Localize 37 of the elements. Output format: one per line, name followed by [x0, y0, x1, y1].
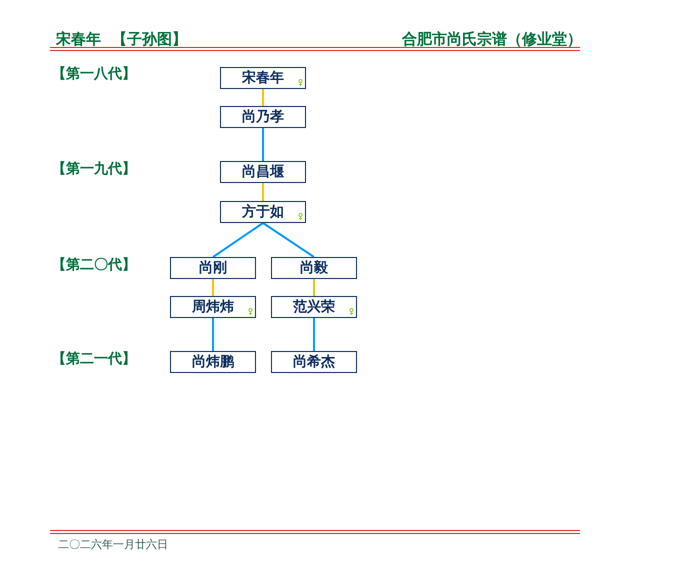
connector-line — [212, 279, 214, 296]
name-box — [220, 67, 306, 89]
generation-label: 【第二〇代】 — [52, 257, 136, 273]
connector-line — [212, 318, 214, 351]
date-text: 二〇二六年一月廿六日 — [58, 537, 168, 552]
person-name: 尚刚 — [199, 260, 227, 276]
person-name: 范兴荣 — [293, 299, 335, 315]
header-text: 【子孙图】 — [112, 30, 187, 48]
name-box — [220, 201, 306, 223]
connector-line — [313, 318, 315, 351]
person-name: 方于如 — [242, 204, 284, 220]
name-box — [170, 296, 256, 318]
connector-line — [262, 89, 264, 106]
connector-line — [262, 183, 264, 201]
generation-label: 【第二一代】 — [52, 351, 136, 367]
generation-label: 【第一九代】 — [52, 161, 136, 177]
connector-line — [262, 128, 264, 161]
name-box — [170, 351, 256, 373]
connector-line — [212, 222, 264, 258]
name-box — [271, 351, 357, 373]
generation-label: 【第一八代】 — [52, 66, 136, 82]
connector-line — [313, 279, 315, 296]
chart-title: 合肥市尚氏宗谱（修业堂） — [402, 30, 582, 48]
person-name: 尚希杰 — [293, 354, 335, 370]
person-name: 宋春年 — [242, 70, 284, 86]
name-box — [220, 106, 306, 128]
connector-line — [262, 222, 315, 258]
person-name: 尚乃孝 — [242, 109, 284, 125]
person-name: 尚炜鹏 — [192, 354, 234, 370]
person-name: 尚昌堰 — [242, 164, 284, 180]
name-box — [271, 257, 357, 279]
name-box — [170, 257, 256, 279]
person-name: 周炜炜 — [192, 299, 234, 315]
person-name: 尚毅 — [300, 260, 328, 276]
name-box — [271, 296, 357, 318]
header-text: 宋春年 — [56, 30, 101, 48]
name-box — [220, 161, 306, 183]
